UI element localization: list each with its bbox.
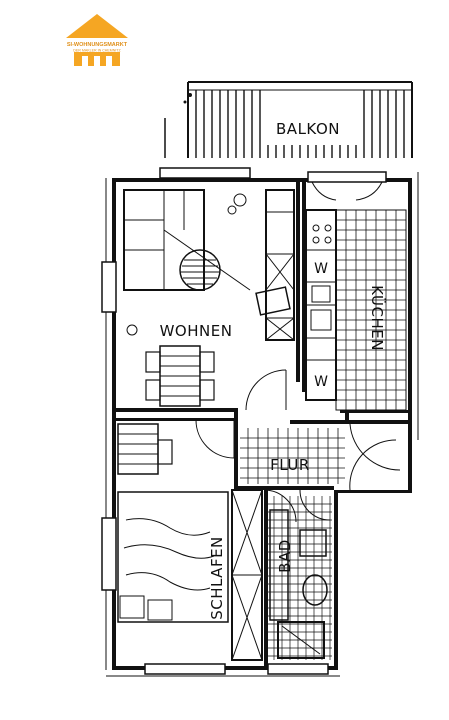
interior-walls bbox=[116, 182, 408, 666]
room-label-kuechen: KÜCHEN bbox=[368, 285, 387, 351]
room-label-wohnen: WOHNEN bbox=[160, 322, 233, 340]
logo-line-1: SI-WOHNUNGSMARKT bbox=[67, 42, 128, 48]
washer-mark-top: W bbox=[314, 261, 328, 277]
washer-mark-bottom: W bbox=[314, 374, 328, 390]
balcony-door bbox=[307, 171, 387, 201]
toilet-icon bbox=[302, 574, 328, 606]
doors bbox=[195, 369, 401, 523]
logo-roof-icon bbox=[66, 14, 128, 38]
living-room-furniture bbox=[123, 189, 295, 407]
logo-line-2: DER MAKLER IN CHEMNITZ bbox=[73, 49, 121, 53]
kitchen-fittings bbox=[240, 209, 407, 484]
room-label-flur: FLUR bbox=[270, 456, 310, 474]
room-label-schlafen: SCHLAFEN bbox=[208, 536, 226, 620]
round-table bbox=[179, 249, 221, 291]
room-label-bad: BAD bbox=[276, 539, 294, 573]
windows bbox=[101, 167, 329, 675]
company-logo: SI-WOHNUNGSMARKT DER MAKLER IN CHEMNITZ bbox=[66, 14, 128, 66]
bathroom-fittings bbox=[268, 496, 332, 660]
room-label-balkon: BALKON bbox=[276, 120, 340, 138]
balcony bbox=[164, 81, 413, 158]
bedroom-furniture bbox=[117, 423, 263, 661]
